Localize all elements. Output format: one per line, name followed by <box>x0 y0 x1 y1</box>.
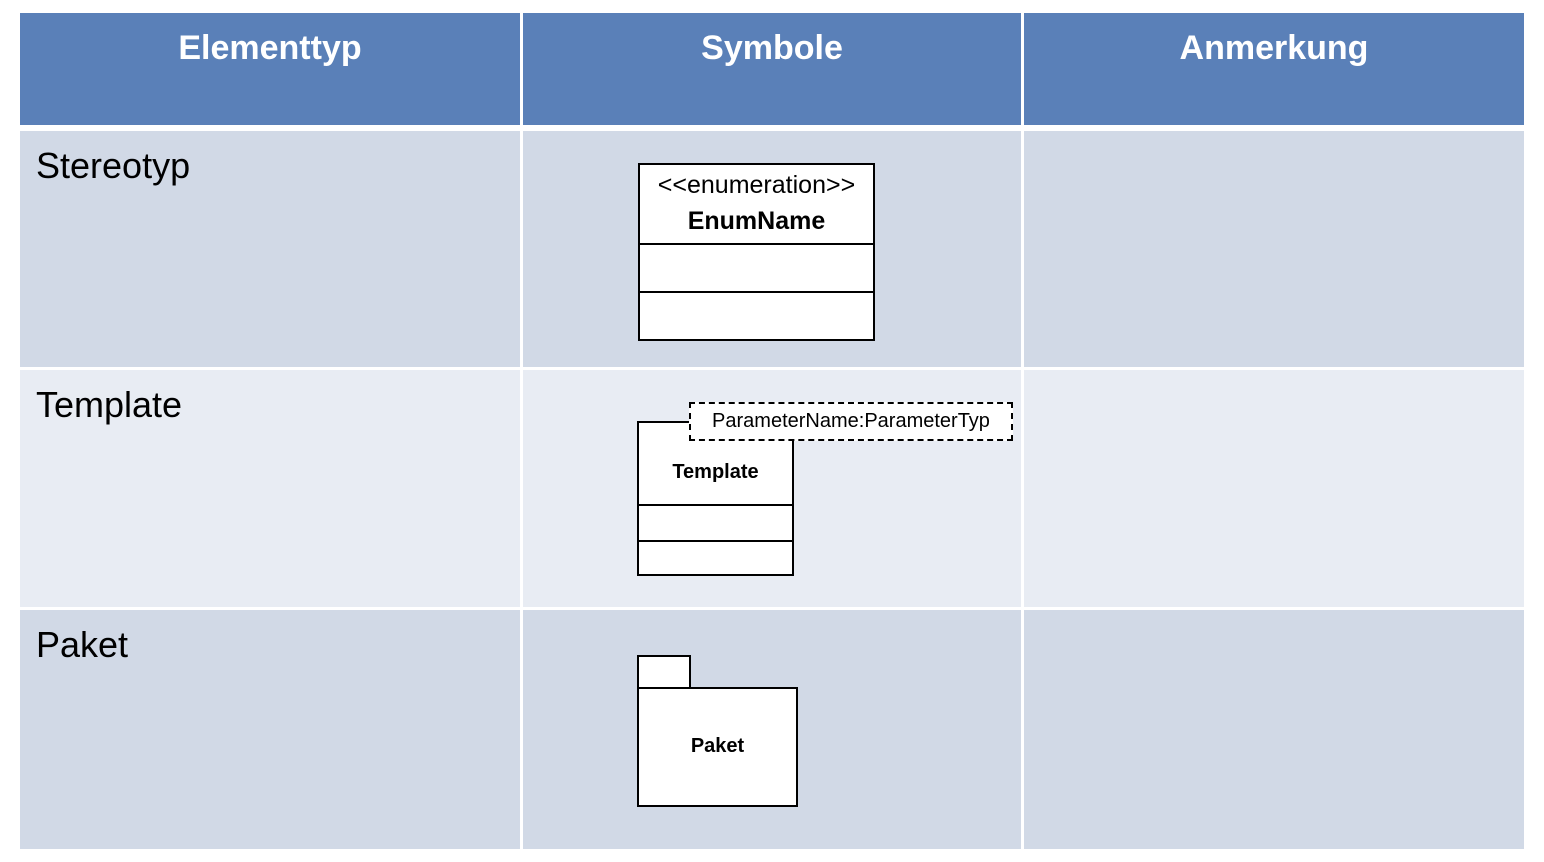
note-cell-template <box>1024 370 1524 607</box>
template-parameter-box: ParameterName:ParameterTyp <box>689 402 1013 441</box>
package-name-text: Paket <box>690 735 745 757</box>
note-cell-stereotyp <box>1024 131 1524 367</box>
compartment-divider <box>639 504 792 506</box>
package-symbol: Paket <box>637 687 798 807</box>
row-label-template: Template <box>20 370 520 607</box>
note-cell-paket <box>1024 610 1524 849</box>
row-label-paket: Paket <box>20 610 520 849</box>
symbol-cell-stereotyp: <<enumeration>> EnumName <box>523 131 1021 367</box>
package-tab <box>637 655 691 690</box>
compartment-divider <box>640 291 873 293</box>
enumeration-class-symbol: <<enumeration>> EnumName <box>638 163 875 341</box>
symbol-cell-template: Template ParameterName:ParameterTyp <box>523 370 1021 607</box>
compartment-divider <box>640 243 873 245</box>
header-elementtyp: Elementtyp <box>20 13 520 125</box>
template-name-text: Template <box>672 461 759 483</box>
row-label-stereotyp: Stereotyp <box>20 131 520 367</box>
template-class-symbol: Template <box>637 421 794 576</box>
enum-name-text: EnumName <box>687 207 826 235</box>
header-anmerkung: Anmerkung <box>1024 13 1524 125</box>
compartment-divider <box>639 540 792 542</box>
stereotype-text: <<enumeration>> <box>657 171 856 199</box>
symbol-cell-paket: Paket <box>523 610 1021 849</box>
element-table: Elementtyp Symbole Anmerkung Stereotyp <… <box>20 13 1524 849</box>
header-symbole: Symbole <box>523 13 1021 125</box>
